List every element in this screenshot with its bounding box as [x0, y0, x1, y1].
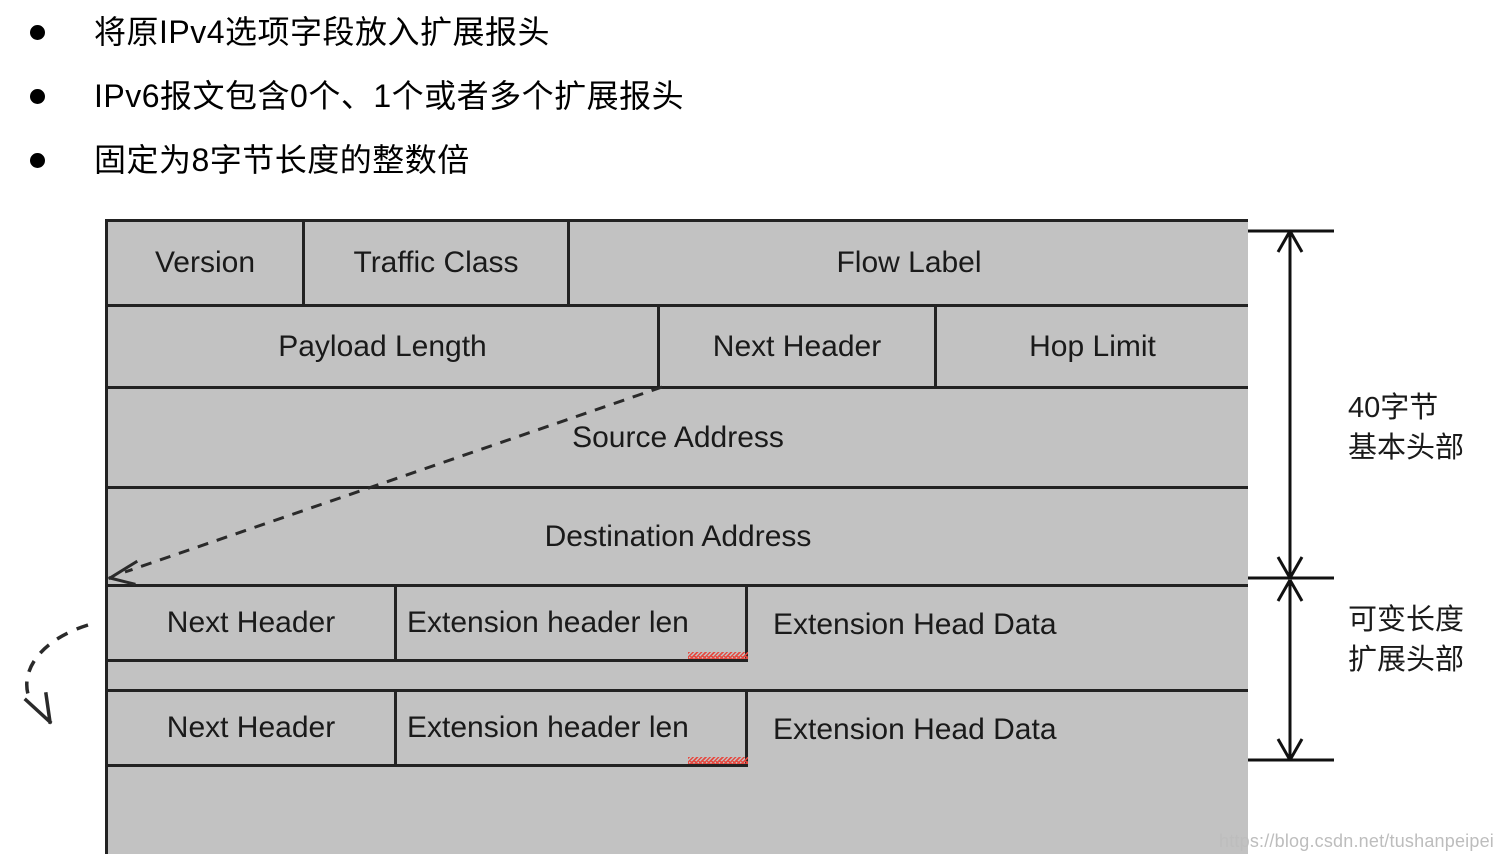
- bullet-text: 将原IPv4选项字段放入扩展报头: [94, 14, 551, 50]
- spellcheck-underline-icon: [688, 652, 748, 659]
- ext-row-gap: [108, 662, 1248, 692]
- chain-continue-arrow: [23, 623, 89, 725]
- field-source-address: Source Address: [108, 389, 1248, 489]
- base-header-label: 40字节 基本头部: [1348, 388, 1464, 468]
- field-next-header: Next Header: [660, 307, 937, 389]
- base-header-dimension: [1248, 229, 1334, 580]
- extension-header-label-line2: 扩展头部: [1348, 644, 1465, 676]
- extension-header-label-line1: 可变长度: [1348, 604, 1465, 636]
- packet-payload-region: [108, 767, 1248, 854]
- bullet-text: IPv6报文包含0个、1个或者多个扩展报头: [94, 78, 685, 114]
- base-header-label-line2: 基本头部: [1348, 432, 1465, 464]
- field-traffic-class: Traffic Class: [305, 222, 570, 307]
- extension-header-dimension: [1248, 579, 1334, 762]
- ext2-head-data: Extension Head Data: [748, 692, 1248, 767]
- bullet-point-icon: [30, 25, 45, 40]
- bullet-point-icon: [30, 89, 45, 104]
- field-version: Version: [108, 222, 305, 307]
- bullet-point-icon: [30, 153, 45, 168]
- ext1-header-len: Extension header len: [397, 587, 748, 662]
- field-hop-limit: Hop Limit: [937, 307, 1248, 389]
- ext2-header-len: Extension header len: [397, 692, 748, 767]
- ext1-next-header: Next Header: [108, 587, 397, 662]
- ext1-head-data: Extension Head Data: [748, 587, 1248, 662]
- field-payload-length: Payload Length: [108, 307, 660, 389]
- field-flow-label: Flow Label: [570, 222, 1248, 307]
- ext2-next-header: Next Header: [108, 692, 397, 767]
- ipv6-packet-diagram: Version Traffic Class Flow Label Payload…: [105, 219, 1248, 854]
- field-destination-address: Destination Address: [108, 489, 1248, 587]
- spellcheck-underline-icon: [688, 757, 748, 764]
- bullet-text: 固定为8字节长度的整数倍: [94, 142, 470, 178]
- base-header-label-line1: 40字节: [1348, 392, 1439, 424]
- watermark: https://blog.csdn.net/tushanpeipei: [1219, 831, 1494, 851]
- extension-header-label: 可变长度 扩展头部: [1348, 600, 1464, 680]
